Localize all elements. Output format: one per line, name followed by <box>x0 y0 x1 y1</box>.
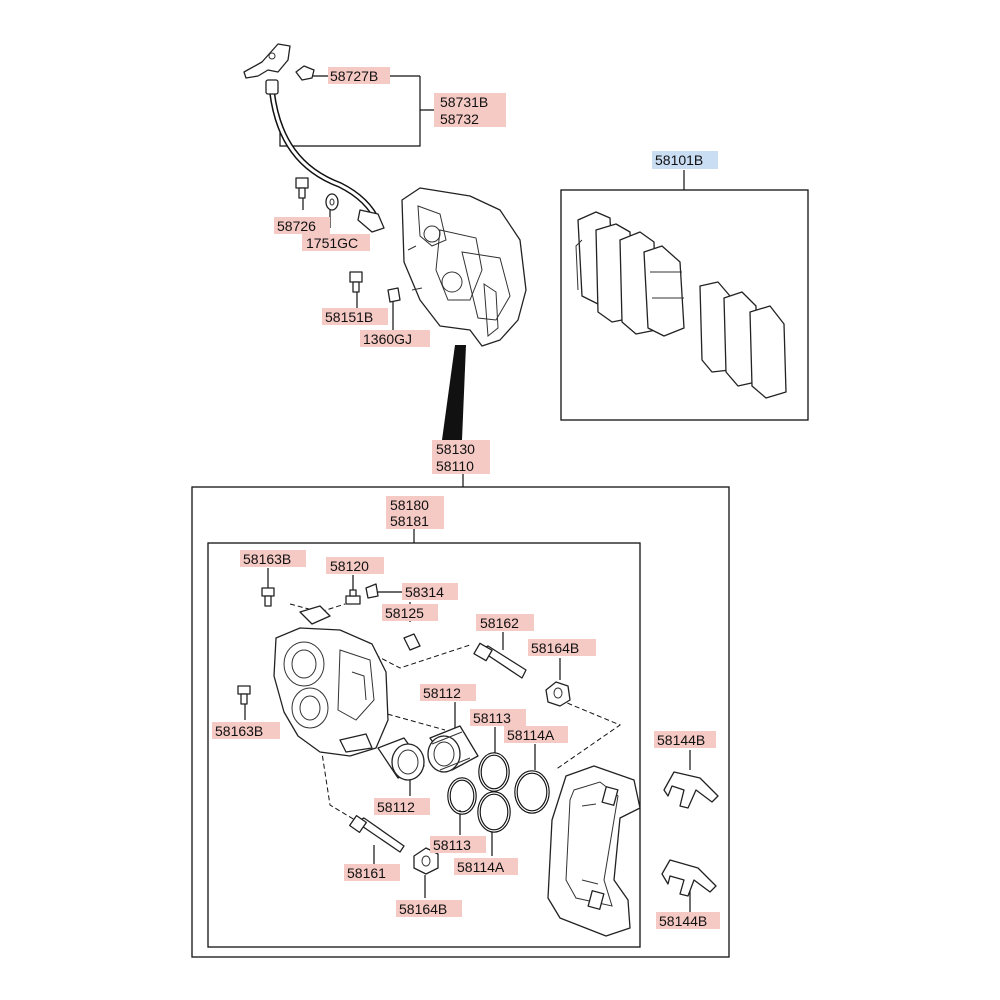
pad-clip-icon-lower <box>661 859 717 897</box>
piston-seal-icon <box>478 752 510 792</box>
assembly-guide-lines <box>289 603 622 821</box>
part-label-58314: 58314 <box>405 584 444 600</box>
boot-icon <box>403 633 421 651</box>
caliper-housing-icon <box>273 605 389 757</box>
part-label-58112-bottom: 58112 <box>377 799 415 815</box>
part-label-58181: 58181 <box>390 513 429 529</box>
part-label-58130: 58130 <box>436 441 475 457</box>
part-labels: 58727B 58731B 58732 58726 1751GC 58151B … <box>212 67 720 929</box>
part-label-58114A-top: 58114A <box>507 727 555 743</box>
part-label-58120: 58120 <box>330 558 369 574</box>
bleeder-cap-icon <box>387 287 401 303</box>
part-label-58113-top: 58113 <box>473 710 511 726</box>
part-label-58727B: 58727B <box>330 68 378 84</box>
part-label-58163B-bottom: 58163B <box>215 723 263 739</box>
caliper-assembly-icon <box>401 187 527 347</box>
piston-icon <box>427 725 479 773</box>
piston-icon-lower <box>377 737 425 781</box>
part-label-58731B: 58731B <box>440 94 488 110</box>
part-label-58180: 58180 <box>390 497 429 513</box>
pin-boot-icon <box>545 681 571 707</box>
assembly-pointer-wedge <box>442 345 466 440</box>
guide-pin-icon <box>473 642 527 679</box>
part-label-58113-bottom: 58113 <box>433 837 471 853</box>
guide-pin-lower-icon <box>348 814 405 853</box>
part-label-58163B-top: 58163B <box>243 551 291 567</box>
part-label-1360GJ: 1360GJ <box>363 331 412 347</box>
part-label-58112-top: 58112 <box>423 685 461 701</box>
pin-boot-lower-icon <box>413 847 439 875</box>
bolt-icon <box>295 177 309 199</box>
dust-seal-icon-lower <box>477 791 511 833</box>
guide-bolt-icon-lower <box>237 685 251 705</box>
bleeder-screw-icon <box>349 271 363 293</box>
part-label-58162: 58162 <box>480 615 519 631</box>
part-label-58125: 58125 <box>385 605 424 621</box>
caliper-assembly-outer-box <box>191 486 730 958</box>
part-label-58161: 58161 <box>347 865 386 881</box>
part-label-58101B: 58101B <box>655 152 703 168</box>
part-label-58732: 58732 <box>440 111 479 127</box>
part-label-58151B: 58151B <box>325 309 373 325</box>
part-label-1751GC: 1751GC <box>306 235 358 251</box>
part-label-58144B-bottom: 58144B <box>659 913 707 929</box>
part-label-58114A-bottom: 58114A <box>457 859 505 875</box>
caliper-bracket-icon <box>547 765 641 937</box>
guide-bolt-icon <box>261 587 275 607</box>
bleeder-valve-icon <box>345 589 361 605</box>
washer-icon <box>325 193 339 211</box>
pad-clip-icon <box>663 771 719 809</box>
part-label-58164B-top: 58164B <box>531 640 579 656</box>
dust-seal-icon <box>514 770 550 814</box>
part-label-58110: 58110 <box>436 458 474 474</box>
part-label-58144B-top: 58144B <box>657 732 705 748</box>
brake-pads-icon <box>575 211 787 399</box>
caliper-kit-inner-box <box>207 542 641 948</box>
dust-cap-icon <box>365 583 379 599</box>
part-label-58726: 58726 <box>277 218 316 234</box>
part-label-58164B-bottom: 58164B <box>399 901 447 917</box>
piston-seal-icon-lower <box>447 777 477 815</box>
brake-hose-icon <box>243 43 385 233</box>
